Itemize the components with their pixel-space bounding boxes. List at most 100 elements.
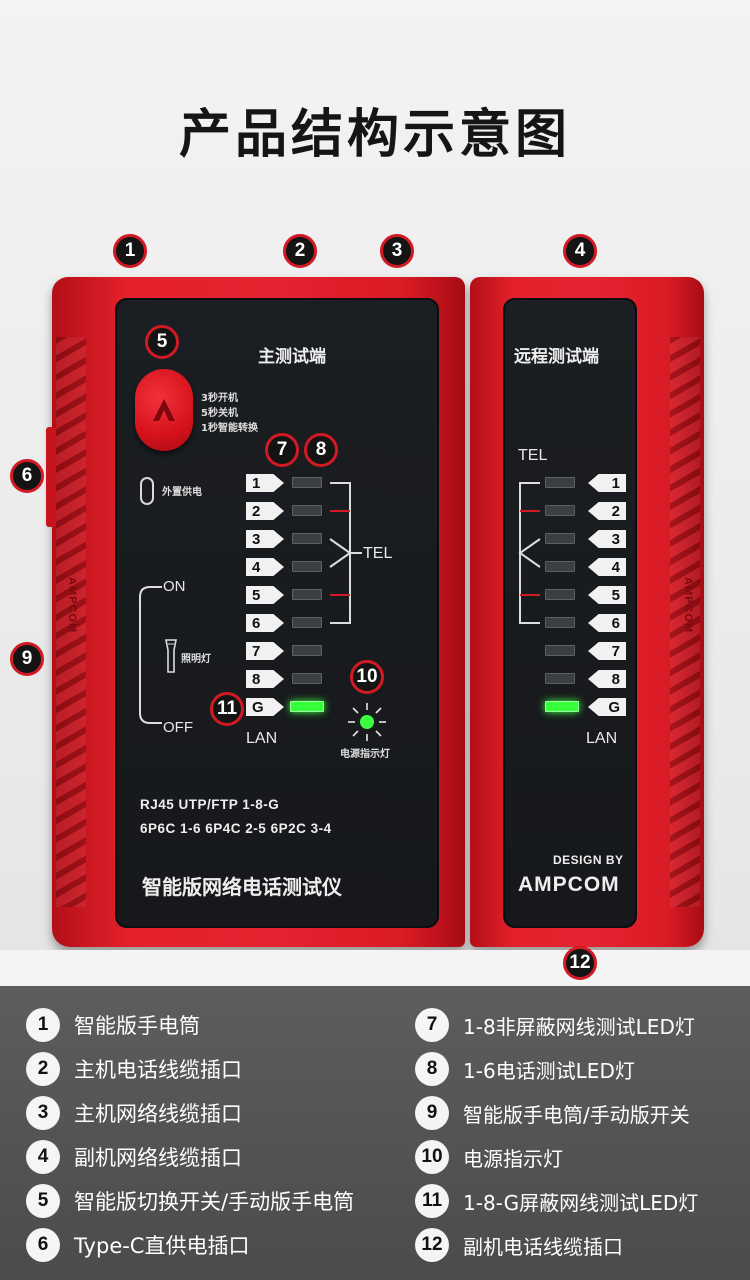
legend-item-7: 7 1-8非屏蔽网线测试LED灯 bbox=[415, 1008, 695, 1042]
legend-text: 1-8非屏蔽网线测试LED灯 bbox=[463, 1014, 695, 1039]
left-grip-grooves bbox=[56, 337, 86, 907]
main-pin-4: 4 bbox=[246, 558, 284, 576]
flashlight-icon[interactable] bbox=[163, 638, 179, 674]
remote-pin-6: 6 bbox=[588, 614, 626, 632]
bottom-white-band bbox=[0, 950, 750, 986]
legend-num: 10 bbox=[415, 1140, 449, 1174]
legend-text: 主机网络线缆插口 bbox=[74, 1102, 242, 1126]
legend-num: 4 bbox=[26, 1140, 60, 1174]
legend-text: 1-6电话测试LED灯 bbox=[463, 1058, 635, 1083]
legend-item-1: 1 智能版手电筒 bbox=[26, 1008, 200, 1042]
callout-9: 9 bbox=[10, 642, 44, 676]
main-tel-label: TEL bbox=[363, 545, 393, 562]
remote-pin-7: 7 bbox=[588, 642, 626, 660]
legend-num: 6 bbox=[26, 1228, 60, 1262]
legend-item-6: 6 Type-C直供电插口 bbox=[26, 1228, 249, 1262]
main-lan-label: LAN bbox=[246, 730, 278, 747]
typec-label: 外置供电 bbox=[162, 487, 202, 498]
switch-bracket bbox=[139, 586, 162, 724]
legend-text: 主机电话线缆插口 bbox=[74, 1058, 242, 1082]
legend-num: 5 bbox=[26, 1184, 60, 1218]
power-mode-button[interactable] bbox=[135, 369, 193, 451]
remote-pin-5: 5 bbox=[588, 586, 626, 604]
main-led-7 bbox=[292, 645, 322, 656]
remote-tel-label: TEL bbox=[518, 447, 548, 464]
callout-5: 5 bbox=[145, 325, 179, 359]
button-note-power-on: 3秒开机 bbox=[201, 393, 238, 404]
remote-led-7 bbox=[545, 645, 575, 656]
remote-led-2 bbox=[545, 505, 575, 516]
main-pin-5: 5 bbox=[246, 586, 284, 604]
legend-item-8: 8 1-6电话测试LED灯 bbox=[415, 1052, 635, 1086]
legend-item-10: 10 电源指示灯 bbox=[415, 1140, 563, 1174]
remote-pin-g: G bbox=[588, 698, 626, 716]
remote-led-3 bbox=[545, 533, 575, 544]
callout-1: 1 bbox=[113, 234, 147, 268]
callout-2: 2 bbox=[283, 234, 317, 268]
remote-pin-1: 1 bbox=[588, 474, 626, 492]
product-name: 智能版网络电话测试仪 bbox=[142, 875, 342, 899]
legend-text: Type-C直供电插口 bbox=[74, 1234, 250, 1258]
main-pin-1: 1 bbox=[246, 474, 284, 492]
legend-text: 智能版切换开关/手动版手电筒 bbox=[74, 1190, 355, 1214]
main-led-4 bbox=[292, 561, 322, 572]
main-led-6 bbox=[292, 617, 322, 628]
main-led-1 bbox=[292, 477, 322, 488]
switch-off-label: OFF bbox=[163, 719, 193, 736]
page-title: 产品结构示意图 bbox=[178, 105, 571, 165]
remote-pin-2: 2 bbox=[588, 502, 626, 520]
main-pin-3: 3 bbox=[246, 530, 284, 548]
remote-led-8 bbox=[545, 673, 575, 684]
legend-item-2: 2 主机电话线缆插口 bbox=[26, 1052, 242, 1086]
callout-8: 8 bbox=[304, 433, 338, 467]
spec-line-2: 6P6C 1-6 6P4C 2-5 6P2C 3-4 bbox=[140, 821, 332, 836]
main-pin-g: G bbox=[246, 698, 284, 716]
remote-led-6 bbox=[545, 617, 575, 628]
flashlight-label: 照明灯 bbox=[181, 654, 211, 665]
power-indicator-label: 电源指示灯 bbox=[340, 749, 390, 760]
main-pin-8: 8 bbox=[246, 670, 284, 688]
legend-num: 8 bbox=[415, 1052, 449, 1086]
callout-7: 7 bbox=[265, 433, 299, 467]
main-pin-6: 6 bbox=[246, 614, 284, 632]
remote-lan-label: LAN bbox=[586, 730, 618, 747]
legend-text: 智能版手电筒/手动版开关 bbox=[463, 1102, 690, 1127]
legend-text: 智能版手电筒 bbox=[74, 1014, 200, 1038]
remote-led-4 bbox=[545, 561, 575, 572]
main-pin-2: 2 bbox=[246, 502, 284, 520]
remote-pin-4: 4 bbox=[588, 558, 626, 576]
legend-item-3: 3 主机网络线缆插口 bbox=[26, 1096, 242, 1130]
legend-text: 电源指示灯 bbox=[463, 1146, 563, 1171]
switch-on-label: ON bbox=[163, 578, 186, 595]
side-brand-left: AMPCOM bbox=[66, 577, 78, 634]
main-led-3 bbox=[292, 533, 322, 544]
remote-unit-title: 远程测试端 bbox=[514, 347, 599, 367]
remote-unit-panel bbox=[503, 298, 637, 928]
remote-tel-bracket bbox=[518, 482, 541, 624]
power-indicator-led-icon bbox=[348, 703, 386, 741]
remote-pin-8: 8 bbox=[588, 670, 626, 688]
main-led-5 bbox=[292, 589, 322, 600]
main-unit-title: 主测试端 bbox=[258, 347, 326, 367]
main-led-8 bbox=[292, 673, 322, 684]
callout-6: 6 bbox=[10, 459, 44, 493]
brand-logo: AMPCOM bbox=[518, 873, 620, 896]
legend-num: 1 bbox=[26, 1008, 60, 1042]
legend-item-9: 9 智能版手电筒/手动版开关 bbox=[415, 1096, 690, 1130]
callout-11: 11 bbox=[210, 692, 244, 726]
spec-line-1: RJ45 UTP/FTP 1-8-G bbox=[140, 797, 280, 812]
side-brand-right: AMPCOM bbox=[682, 577, 694, 634]
legend-panel: 1 智能版手电筒 2 主机电话线缆插口 3 主机网络线缆插口 4 副机网络线缆插… bbox=[0, 986, 750, 1280]
legend-num: 7 bbox=[415, 1008, 449, 1042]
main-led-g bbox=[290, 701, 324, 712]
legend-item-5: 5 智能版切换开关/手动版手电筒 bbox=[26, 1184, 354, 1218]
callout-4: 4 bbox=[563, 234, 597, 268]
main-tel-bracket bbox=[329, 482, 362, 624]
legend-num: 2 bbox=[26, 1052, 60, 1086]
legend-item-11: 11 1-8-G屏蔽网线测试LED灯 bbox=[415, 1184, 698, 1218]
legend-text: 副机网络线缆插口 bbox=[74, 1146, 242, 1170]
callout-3: 3 bbox=[380, 234, 414, 268]
button-note-power-off: 5秒关机 bbox=[201, 408, 238, 419]
typec-port-side[interactable] bbox=[46, 427, 56, 527]
remote-led-1 bbox=[545, 477, 575, 488]
